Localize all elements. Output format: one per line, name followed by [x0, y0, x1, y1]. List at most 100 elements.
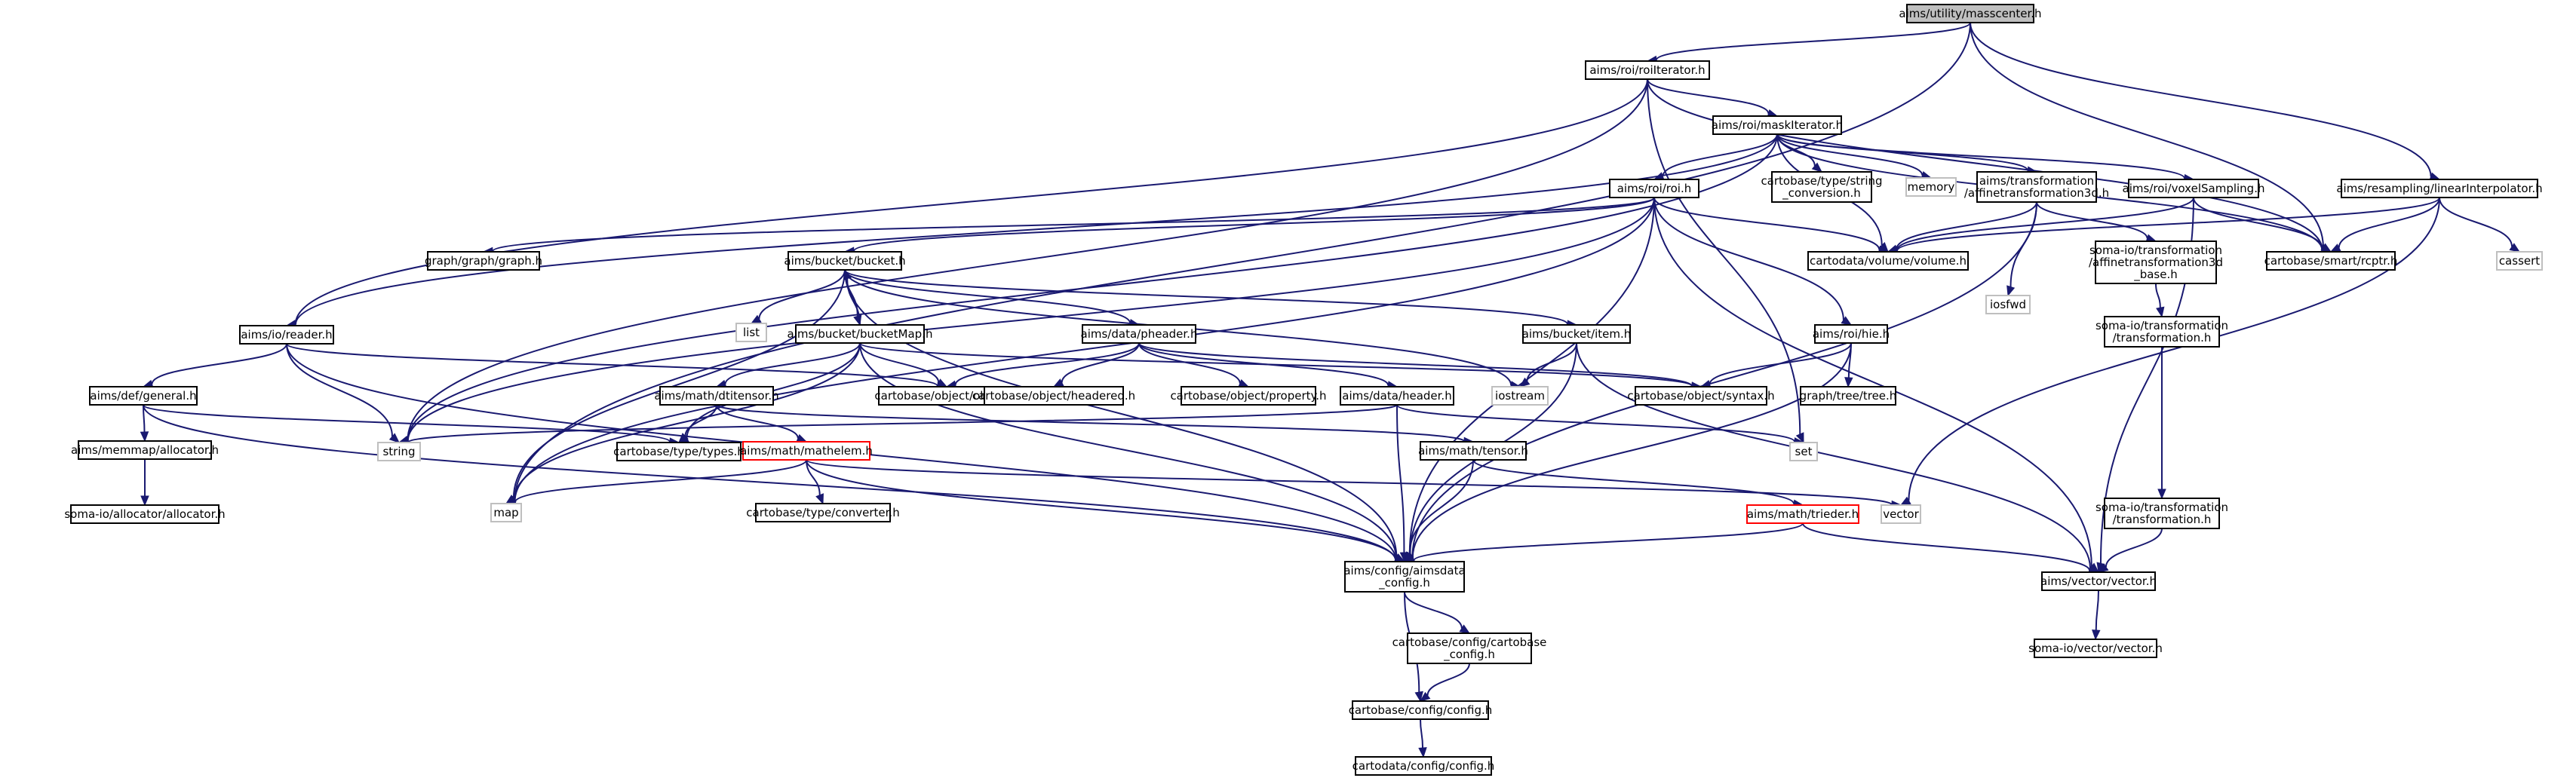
node-label: cartobase/config/cartobase [1392, 636, 1547, 649]
node-tree[interactable]: graph/tree/tree.h [1800, 386, 1897, 406]
node-box [1585, 60, 1710, 80]
node-header[interactable]: aims/data/header.h [1340, 386, 1454, 406]
arrowhead-icon [2156, 306, 2165, 318]
node-stringconv[interactable]: cartobase/type/string_conversion.h [1761, 171, 1883, 203]
node-box [2496, 251, 2543, 271]
node-dtitensor[interactable]: aims/math/dtitensor.h [654, 386, 779, 406]
node-memory[interactable]: memory [1905, 177, 1957, 197]
arrowhead-icon [1795, 432, 1804, 444]
node-box [1491, 386, 1549, 406]
node-converter[interactable]: cartobase/type/converter.h [746, 503, 900, 522]
node-headered[interactable]: cartobase/object/headered.h [972, 386, 1135, 406]
edge-trieder-to-aimsdataConfig [1412, 522, 1804, 562]
node-cassert[interactable]: cassert [2496, 251, 2543, 271]
edge-trieder-to-aimsVector [1802, 522, 2091, 571]
arrowhead-icon [1404, 551, 1414, 563]
edge-linearInterp-to-vector [1908, 197, 2440, 501]
arrowhead-icon [2006, 285, 2016, 297]
node-rcptr[interactable]: cartobase/smart/rcptr.h [2264, 251, 2398, 271]
node-config[interactable]: cartobase/config/config.h [1349, 700, 1493, 720]
node-box [2266, 251, 2396, 271]
node-box [1905, 177, 1957, 197]
node-label: _config.h [1443, 648, 1495, 662]
node-box [2041, 571, 2156, 591]
node-reader[interactable]: aims/io/reader.h [239, 325, 334, 345]
node-list[interactable]: list [735, 323, 767, 342]
node-box [742, 441, 870, 461]
node-volume[interactable]: cartodata/volume/volume.h [1807, 251, 1969, 271]
arrowhead-icon [1841, 316, 1853, 326]
edge-maskIterator-to-roi [1662, 133, 1778, 177]
node-box [1807, 251, 1969, 271]
node-iostream[interactable]: iostream [1491, 386, 1549, 406]
node-box [1985, 295, 2031, 314]
node-property[interactable]: cartobase/object/property.h [1170, 386, 1327, 406]
node-box [984, 386, 1124, 406]
edge-linearInterp-to-volume [1896, 197, 2440, 252]
node-graph[interactable]: graph/graph/graph.h [425, 251, 542, 271]
node-label: cartobase/config/config.h [1349, 703, 1493, 717]
node-pheader[interactable]: aims/data/pheader.h [1081, 324, 1198, 344]
edge-reader-to-string [286, 343, 393, 437]
node-types[interactable]: cartobase/type/types.h [613, 442, 745, 461]
arrowhead-icon [1811, 162, 1822, 173]
node-box [1635, 386, 1767, 406]
edge-mathelem-to-vector [806, 459, 1893, 506]
edge-header-to-string [407, 404, 1398, 443]
node-cartobaseConfig[interactable]: cartobase/config/cartobase_config.h [1392, 632, 1547, 664]
node-allocator[interactable]: aims/memmap/allocator.h [71, 440, 219, 460]
edge-item-to-aimsVector [1576, 342, 2092, 569]
node-voxelSampling[interactable]: aims/roi/voxelSampling.h [2123, 179, 2265, 198]
node-affine3d[interactable]: aims/transformation/affinetransformation… [1964, 171, 2109, 203]
node-iosfwd[interactable]: iosfwd [1985, 295, 2031, 314]
edge-masscenter-to-roiIterator [1655, 22, 1971, 61]
edge-hie-to-syntax [1709, 342, 1852, 384]
node-general[interactable]: aims/def/general.h [89, 386, 198, 406]
node-map[interactable]: map [490, 503, 522, 522]
node-box [1340, 386, 1454, 406]
node-syntax[interactable]: cartobase/object/syntax.h [1627, 386, 1775, 406]
node-vector[interactable]: vector [1881, 504, 1921, 524]
arrowhead-icon [388, 433, 400, 443]
node-box [1746, 504, 1859, 524]
edge-masscenter-to-rcptr [1970, 22, 2324, 247]
node-roiIterator[interactable]: aims/roi/roiIterator.h [1585, 60, 1710, 80]
node-cartodataConfig[interactable]: cartodata/config/config.h [1352, 756, 1495, 776]
node-label: cartobase/type/string [1761, 174, 1882, 188]
node-aimsdataConfig[interactable]: aims/config/aimsdata_config.h [1343, 561, 1466, 593]
edge-bucketMap-to-aimsdataConfig [859, 342, 1397, 559]
edge-pheader-to-header [1138, 342, 1389, 386]
node-item[interactable]: aims/bucket/item.h [1522, 324, 1632, 344]
node-somaAffineBase[interactable]: soma-io/transformation/affinetransformat… [2089, 240, 2223, 284]
edge-roiIterator-to-maskIterator [1647, 78, 1770, 115]
node-label: aims/roi/maskIterator.h [1712, 118, 1843, 132]
node-box [2128, 179, 2259, 198]
node-aimsVector[interactable]: aims/vector/vector.h [2040, 571, 2157, 591]
node-box [1881, 504, 1921, 524]
edge-roiIterator-to-reader [294, 78, 1648, 324]
edge-pheader-to-property [1138, 342, 1241, 384]
node-linearInterp[interactable]: aims/resampling/linearInterpolator.h [2336, 179, 2543, 198]
node-trieder[interactable]: aims/math/trieder.h [1746, 504, 1859, 524]
node-somaTransform2[interactable]: soma-io/transformation/transformation.h [2095, 498, 2228, 529]
node-label: aims/bucket/item.h [1522, 327, 1632, 341]
node-masscenter[interactable]: aims/utility/masscenter.h [1899, 4, 2042, 23]
node-somaTransform1[interactable]: soma-io/transformation/transformation.h [2095, 316, 2228, 348]
node-label: /transformation.h [2113, 331, 2212, 345]
node-mathelem[interactable]: aims/math/mathelem.h [740, 441, 873, 461]
node-label: soma-io/transformation [2095, 501, 2228, 514]
edge-tensor-to-aimsdataConfig [1408, 459, 1474, 555]
node-roi[interactable]: aims/roi/roi.h [1609, 179, 1699, 198]
node-bucket[interactable]: aims/bucket/bucket.h [784, 251, 906, 271]
node-string[interactable]: string [377, 442, 421, 461]
node-somaAllocator[interactable]: soma-io/allocator/allocator.h [64, 504, 226, 524]
node-set[interactable]: set [1789, 442, 1818, 461]
node-hie[interactable]: aims/roi/hie.h [1813, 324, 1890, 344]
node-tensor[interactable]: aims/math/tensor.h [1418, 441, 1528, 461]
node-bucketMap[interactable]: aims/bucket/bucketMap.h [788, 324, 933, 344]
node-box [735, 323, 767, 342]
edge-dtitensor-to-tensor [716, 404, 1466, 443]
node-label: aims/math/tensor.h [1418, 444, 1528, 458]
node-maskIterator[interactable]: aims/roi/maskIterator.h [1712, 115, 1843, 135]
node-somaVector[interactable]: soma-io/vector/vector.h [2028, 639, 2163, 658]
